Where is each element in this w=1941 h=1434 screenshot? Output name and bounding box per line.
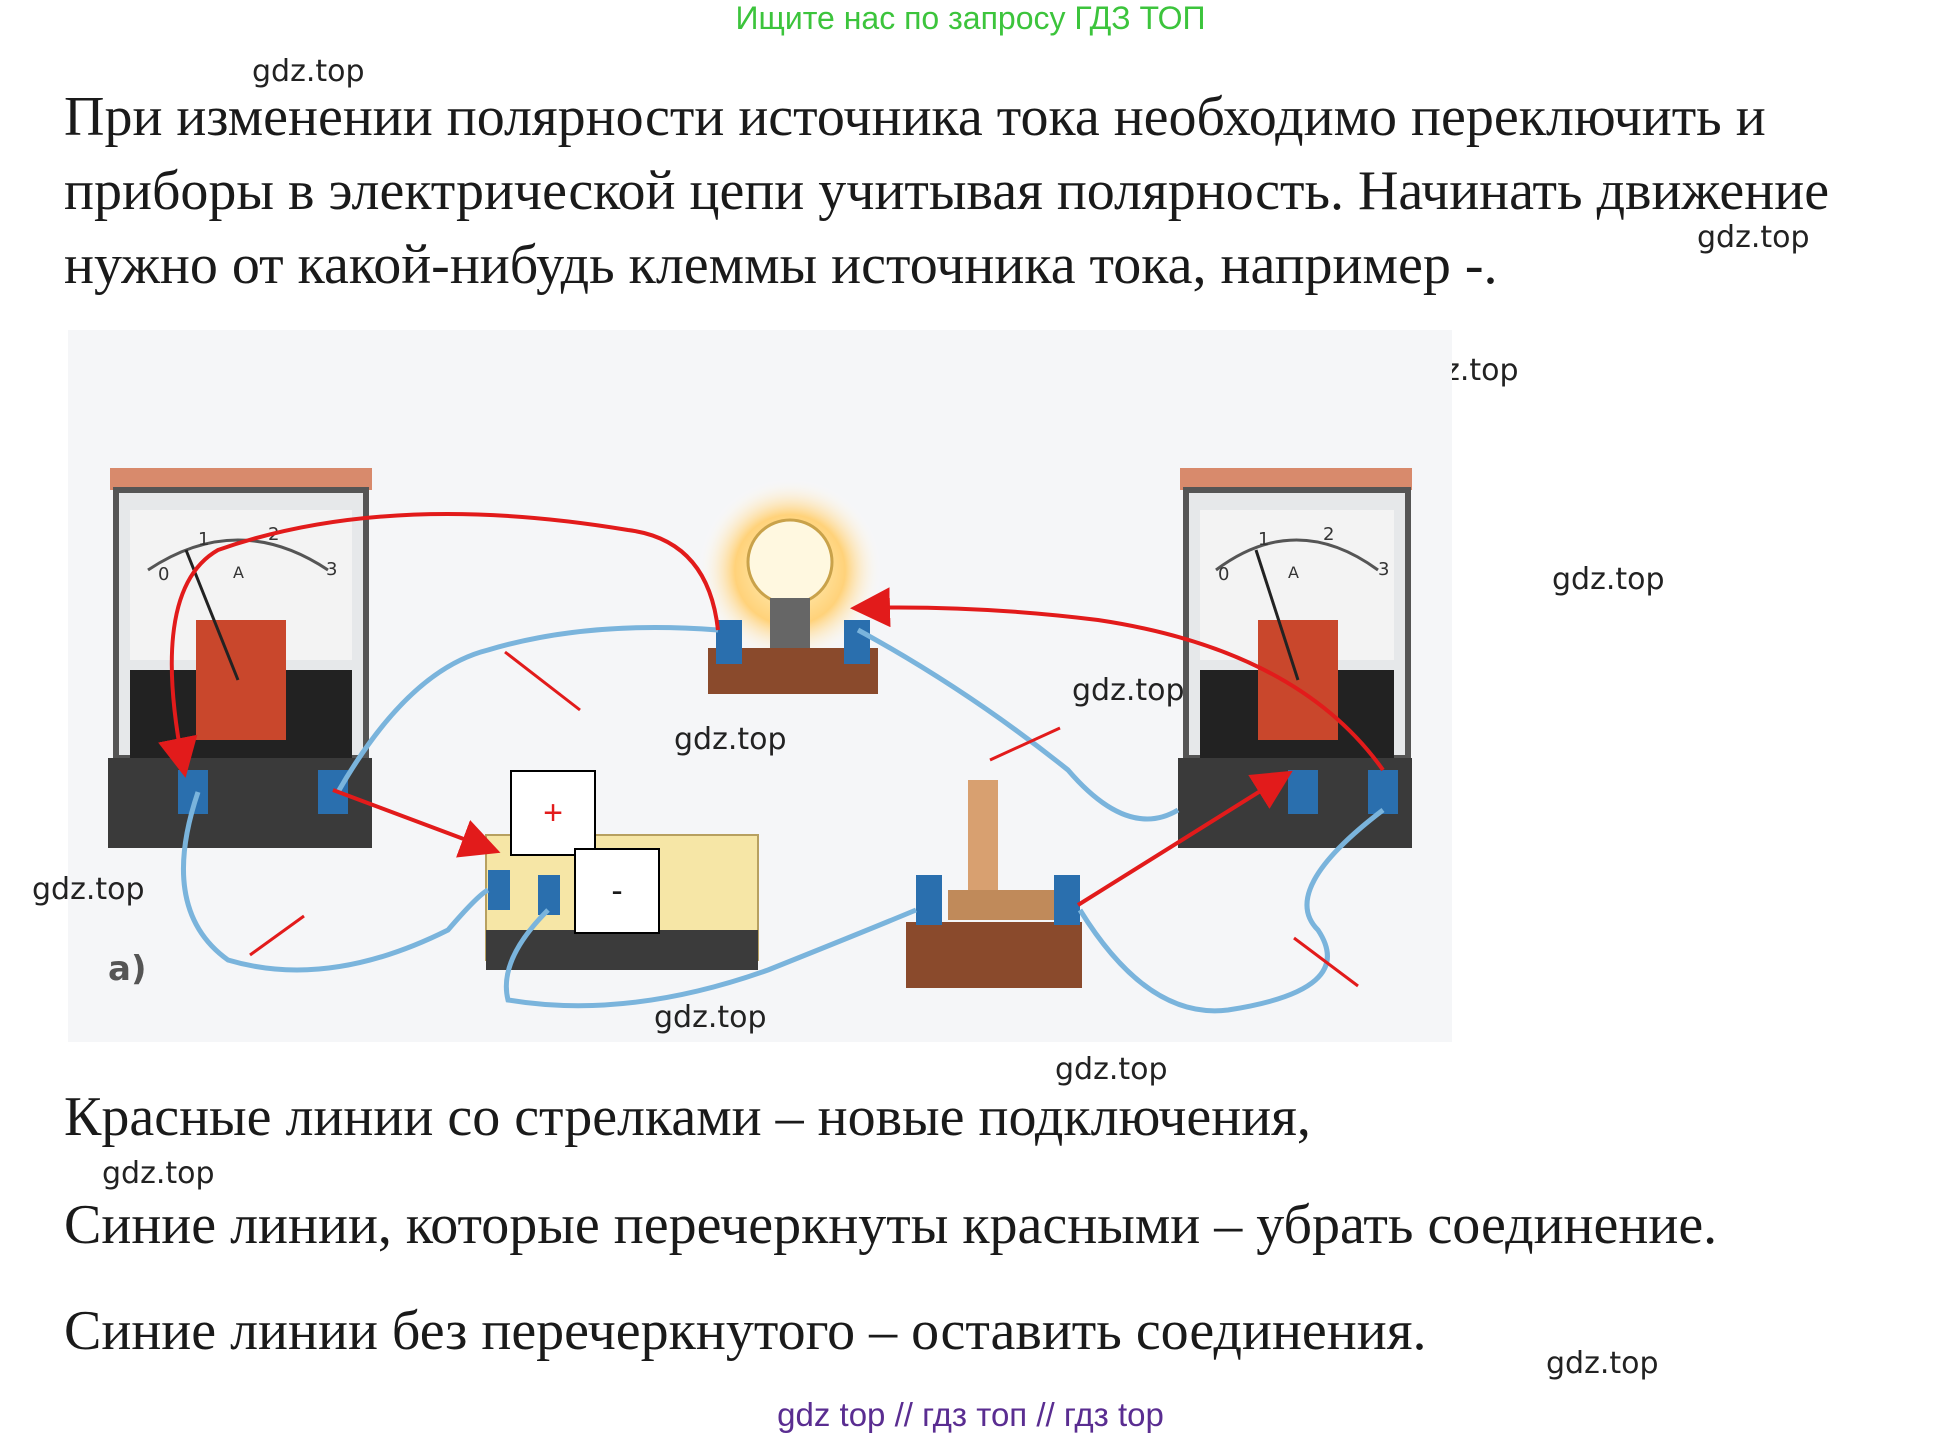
explanation-line: Синие линии, которые перечеркнуты красны… bbox=[64, 1194, 1718, 1256]
watermark: gdz.top bbox=[252, 54, 365, 89]
meter-unit-label: A bbox=[233, 563, 244, 582]
watermark: gdz.top bbox=[1072, 673, 1185, 708]
meter-scale-label: 0 bbox=[1218, 564, 1229, 585]
watermark: gdz.top bbox=[102, 1156, 215, 1191]
watermark: gdz.top bbox=[1055, 1052, 1168, 1087]
cross-out-marks bbox=[249, 650, 1359, 988]
figure-label: а) bbox=[108, 949, 146, 989]
meter-scale-label: 2 bbox=[1323, 524, 1334, 545]
watermark: gdz.top bbox=[674, 722, 787, 757]
explanation-line: Синие линии без перечеркнутого – оставит… bbox=[64, 1300, 1427, 1362]
plus-terminal-box: + bbox=[510, 770, 596, 856]
lamp bbox=[698, 478, 882, 694]
paragraph-line: При изменении полярности источника тока … bbox=[64, 86, 1766, 148]
watermark: gdz.top bbox=[654, 1000, 767, 1035]
paragraph-line: нужно от какой-нибудь клеммы источника т… bbox=[64, 234, 1498, 296]
watermark: gdz.top bbox=[1546, 1346, 1659, 1381]
watermark: gdz.top bbox=[1697, 220, 1810, 255]
switch bbox=[906, 780, 1082, 988]
left-ammeter bbox=[108, 468, 372, 848]
circuit-figure: 0 1 2 3 A 0 1 2 3 A bbox=[68, 330, 1452, 1042]
meter-unit-label: A bbox=[1288, 563, 1299, 582]
top-banner: Ищите нас по запросу ГДЗ ТОП bbox=[735, 0, 1206, 36]
explanation-line: Красные линии со стрелками – новые подкл… bbox=[64, 1086, 1311, 1148]
footer-separator: // bbox=[894, 1396, 913, 1433]
footer: gdz top // гдз топ // гдз top bbox=[0, 1396, 1941, 1434]
wires bbox=[181, 625, 1385, 1014]
meter-scale-label: 0 bbox=[158, 564, 169, 585]
footer-link[interactable]: gdz top bbox=[777, 1396, 886, 1433]
footer-link[interactable]: гдз top bbox=[1063, 1396, 1164, 1433]
intro-paragraph: При изменении полярности источника тока … bbox=[64, 80, 1934, 302]
meter-scale-label: 1 bbox=[198, 529, 209, 550]
new-connection-arrows bbox=[158, 512, 1385, 907]
watermark: gdz.top bbox=[1552, 562, 1665, 597]
right-ammeter bbox=[1178, 468, 1412, 848]
watermark: gdz.top bbox=[32, 872, 145, 907]
meter-scale-label: 3 bbox=[326, 559, 337, 580]
meter-scale-label: 1 bbox=[1258, 529, 1269, 550]
meter-scale-label: 3 bbox=[1378, 559, 1389, 580]
minus-terminal-box: - bbox=[574, 848, 660, 934]
footer-link[interactable]: гдз топ bbox=[922, 1396, 1028, 1433]
paragraph-line: приборы в электрической цепи учитывая по… bbox=[64, 160, 1830, 222]
footer-separator: // bbox=[1036, 1396, 1055, 1433]
